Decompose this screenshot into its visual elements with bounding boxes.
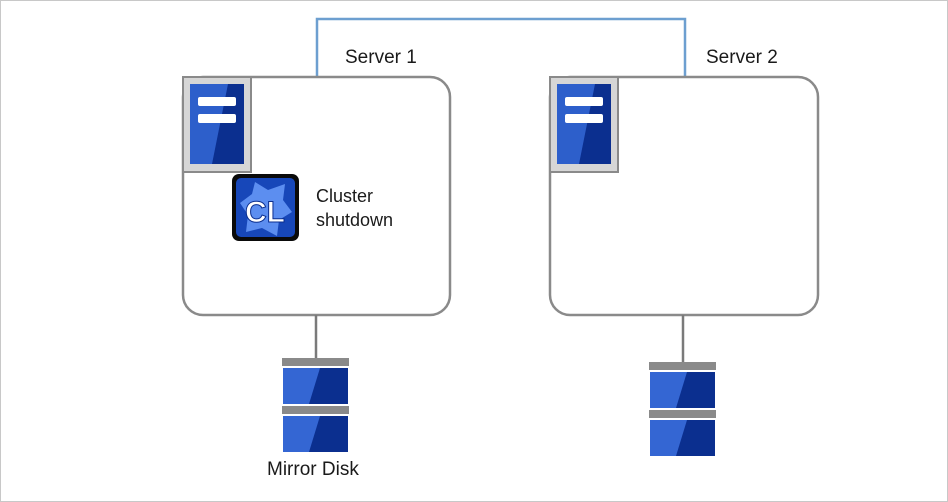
disk-1-icon — [282, 358, 349, 452]
server-1 — [181, 75, 452, 317]
mirror-disk-label: Mirror Disk — [267, 459, 359, 480]
server-2-icon — [549, 76, 619, 173]
server-2-label: Server 2 — [706, 47, 778, 68]
network-line — [315, 17, 687, 77]
cluster-label-line-2: shutdown — [316, 210, 394, 230]
server-1-icon — [182, 76, 252, 173]
cluster-label-line-1: Cluster — [316, 186, 374, 206]
disk-2-icon — [649, 362, 716, 456]
cluster-cl-icon: CL — [232, 174, 299, 241]
svg-text:CL: CL — [245, 196, 285, 229]
server-2 — [548, 75, 820, 317]
server-1-label: Server 1 — [345, 47, 417, 68]
cluster-shutdown-label: Cluster shutdown — [316, 184, 393, 232]
